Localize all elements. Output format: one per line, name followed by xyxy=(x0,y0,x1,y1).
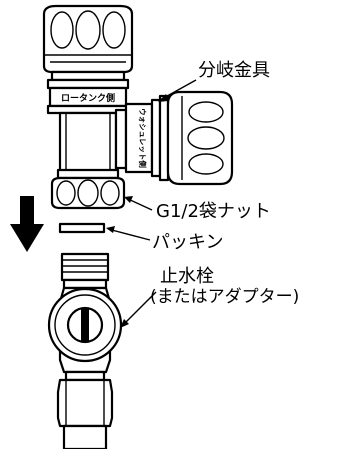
tank-side-connector: ロータンク側 xyxy=(42,4,134,115)
g12-nut xyxy=(50,176,126,210)
g12-nut-label: G1/2袋ナット xyxy=(156,201,271,222)
packing-label: パッキン xyxy=(152,232,224,253)
adapter-label: (またはアダプター) xyxy=(150,287,300,307)
stopcock-label: 止水栓 xyxy=(160,266,214,287)
branch-fitting-label: 分岐金具 xyxy=(198,60,270,81)
tank-side-band-label: ロータンク側 xyxy=(61,92,115,104)
washlet-side-band-label: ウォシュレット側 xyxy=(138,108,148,168)
washlet-side-connector: ウォシュレット側 xyxy=(114,90,234,186)
leader-lines xyxy=(106,79,197,328)
packing-gasket xyxy=(58,222,106,234)
stopcock xyxy=(47,252,123,451)
down-arrow-icon xyxy=(10,196,44,252)
